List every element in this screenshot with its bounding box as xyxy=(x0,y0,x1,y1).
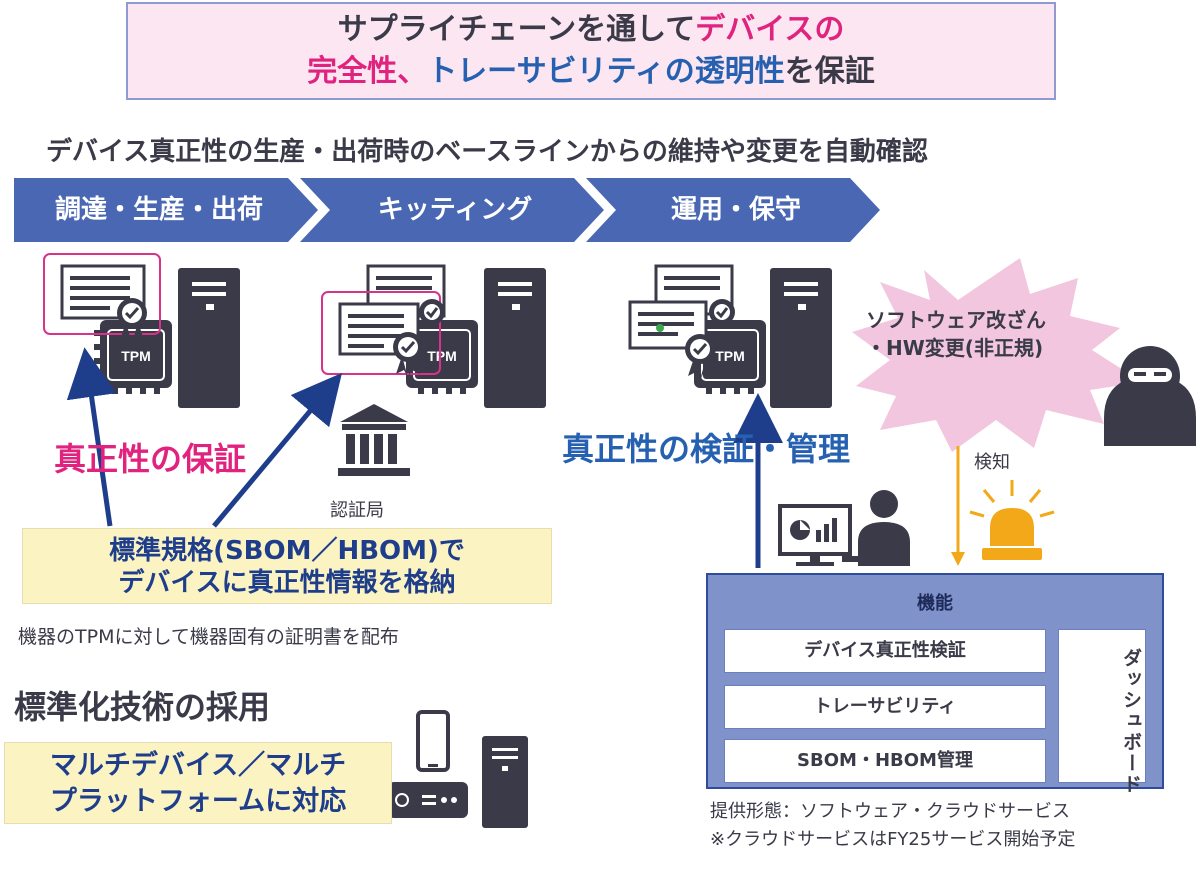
server-tower-icon xyxy=(484,268,546,408)
router-icon xyxy=(388,782,468,818)
server-tower-icon xyxy=(178,268,240,408)
detection-arrow-head xyxy=(951,552,965,566)
function-panel: 機能 デバイス真正性検証 トレーサビリティ SBOM・HBOM管理 ダッシュボー… xyxy=(706,573,1164,795)
tpm-note: 機器のTPMに対して機器固有の証明書を配布 xyxy=(18,626,399,648)
standard-spec-line-1: 標準規格(SBOM／HBOM)で xyxy=(109,536,465,566)
tpm-chip-icon: TPM xyxy=(694,320,766,394)
certificate-highlight-frame xyxy=(321,291,441,375)
title-part-highlight: の透明性 xyxy=(664,54,785,89)
certificate-highlight-frame xyxy=(43,253,161,335)
title-part-highlight: 完全性 xyxy=(307,54,398,89)
step-label-operation: 運用・保守 xyxy=(670,195,801,225)
title-part-highlight: 、 xyxy=(397,54,428,89)
standard-spec-line-2: デバイスに真正性情報を格納 xyxy=(118,568,456,598)
title-part-highlight: デバイスの xyxy=(695,12,845,47)
bank-building-icon xyxy=(338,404,410,476)
authenticity-verification-label: 真正性の検証・管理 xyxy=(562,430,851,468)
authenticity-arrow-right xyxy=(212,372,343,528)
dashboard-label: ダッシュボード xyxy=(1120,648,1142,795)
title-part-highlight: トレーサビリティ xyxy=(427,54,665,89)
offering-note: 提供形態：ソフトウェア・クラウドサービス ※クラウドサービスはFY25サービス開… xyxy=(710,798,1075,854)
alarm-light-icon xyxy=(969,480,1055,560)
server-tower-icon xyxy=(482,736,528,828)
chip-label: TPM xyxy=(121,348,151,364)
title-line-1: サプライチェーンを通してデバイスの xyxy=(128,10,1054,50)
title-line-2: 完全性、トレーサビリティの透明性を保証 xyxy=(128,52,1054,92)
standard-spec-box: 標準規格(SBOM／HBOM)で デバイスに真正性情報を格納 xyxy=(22,528,552,604)
certificate-authority-label: 認証局 xyxy=(330,500,384,521)
title-part: を保証 xyxy=(784,54,875,89)
multi-device-box: マルチデバイス／マルチ プラットフォームに対応 xyxy=(4,742,392,824)
offering-line-2: ※クラウドサービスはFY25サービス開始予定 xyxy=(710,829,1076,850)
function-item-sbom-hbom: SBOM・HBOM管理 xyxy=(724,739,1046,783)
authenticity-arrow-left xyxy=(66,347,117,527)
monitor-chart-icon xyxy=(778,504,852,566)
standardization-heading: 標準化技術の採用 xyxy=(14,688,271,726)
offering-line-1: 提供形態：ソフトウェア・クラウドサービス xyxy=(710,801,1070,822)
tpm-chip-icon: TPM xyxy=(94,320,172,394)
chip-label: TPM xyxy=(715,348,745,364)
multi-device-line-1: マルチデバイス／マルチ xyxy=(49,750,347,781)
function-item-device-verification: デバイス真正性検証 xyxy=(724,629,1046,673)
step-chevron-1 xyxy=(14,178,318,242)
hacker-icon xyxy=(1104,346,1196,446)
badge-check-icon xyxy=(117,298,147,344)
function-item-dashboard: ダッシュボード xyxy=(1058,629,1146,795)
title-part: サプライチェーンを通して xyxy=(337,12,696,47)
attack-label: ソフトウェア改ざん ・HW変更(非正規) xyxy=(866,306,1046,362)
smartphone-icon xyxy=(416,710,450,772)
step-label-procurement: 調達・生産・出荷 xyxy=(54,195,263,225)
attack-line-2: ・HW変更(非正規) xyxy=(866,336,1044,360)
step-chevron-2 xyxy=(300,178,604,242)
title-banner: サプライチェーンを通してデバイスの 完全性、トレーサビリティの透明性を保証 xyxy=(126,2,1056,100)
badge-check-icon xyxy=(393,332,423,378)
badge-check-icon xyxy=(709,299,735,325)
server-tower-icon xyxy=(770,268,832,408)
detection-label: 検知 xyxy=(974,452,1010,473)
function-item-traceability: トレーサビリティ xyxy=(724,685,1046,729)
chip-label: TPM xyxy=(427,348,457,364)
attack-line-1: ソフトウェア改ざん xyxy=(866,308,1046,332)
step-chevron-3 xyxy=(586,178,880,242)
multi-device-line-2: プラットフォームに対応 xyxy=(49,786,347,817)
badge-check-icon xyxy=(685,334,715,380)
function-heading: 機能 xyxy=(917,593,953,614)
badge-check-icon xyxy=(419,299,445,325)
authenticity-guarantee-label: 真正性の保証 xyxy=(54,440,247,478)
person-icon xyxy=(842,490,910,566)
tpm-chip-icon: TPM xyxy=(406,320,478,394)
subtitle: デバイス真正性の生産・出荷時のベースラインからの維持や変更を自動確認 xyxy=(46,137,928,167)
step-label-kitting: キッティング xyxy=(377,195,533,225)
attack-burst-shape xyxy=(852,258,1142,452)
